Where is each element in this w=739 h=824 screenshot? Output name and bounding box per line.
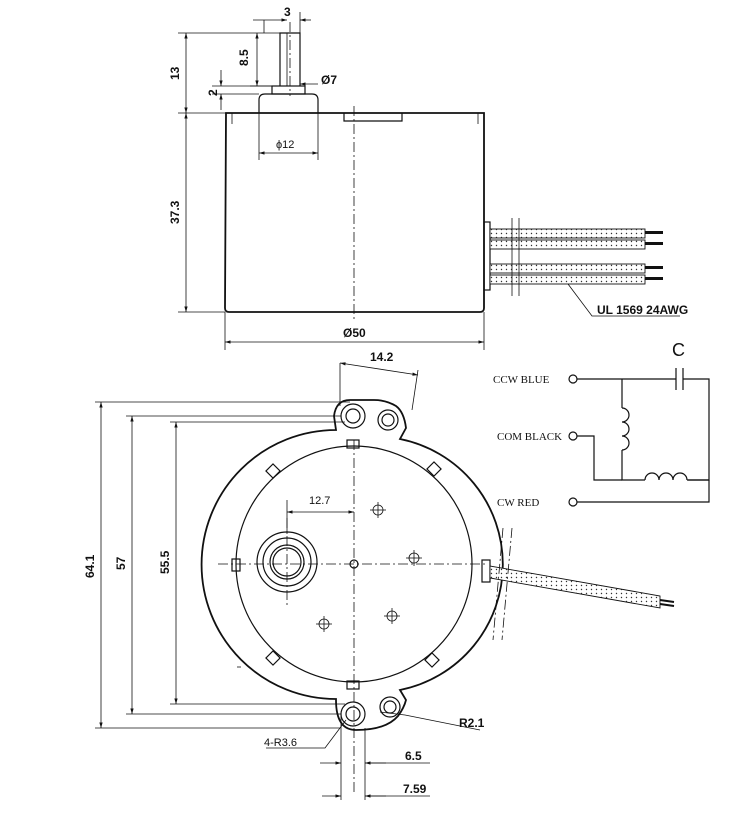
front-body-outline (200, 399, 504, 731)
coil-2 (644, 472, 688, 481)
dim-shaft-total: 13 (168, 66, 182, 80)
dim-body-diameter: Ø50 (343, 326, 366, 340)
dim-shaft-diameter: Ø7 (321, 73, 337, 87)
dim-mount-span-hole: 57 (114, 556, 128, 570)
cable-spec-label: UL 1569 24AWG (597, 303, 688, 317)
shaft-boss (258, 93, 319, 113)
dim-body-height: 37.3 (168, 200, 182, 224)
wiring-schematic: C CCW BLUE COM BLACK CW RED (493, 340, 710, 509)
terminal-cw (568, 497, 578, 507)
terminal-label-cw: CW RED (497, 497, 539, 509)
mount-hole-bottom-right (379, 696, 401, 718)
dim-boss-diameter: ϕ12 (276, 139, 294, 151)
dim-shaft-flat: 3 (284, 5, 291, 19)
capacitor-label: C (672, 340, 685, 360)
front-screws (316, 502, 422, 632)
terminal-label-com: COM BLACK (497, 431, 562, 443)
dim-hole-offset-large: 7.59 (403, 782, 427, 796)
body-notch (343, 113, 403, 122)
side-cable-bundle: UL 1569 24AWG (483, 218, 688, 317)
terminal-ccw (568, 374, 578, 384)
dim-mount-span-outer: 64.1 (83, 554, 97, 578)
coil-1 (621, 407, 630, 451)
rim-notches (231, 439, 442, 690)
side-view: 3 8.5 13 2 Ø7 ϕ12 37.3 Ø50 (168, 5, 688, 350)
terminal-label-ccw: CCW BLUE (493, 374, 550, 386)
dim-collar-height: 2 (206, 89, 220, 96)
front-cable (481, 527, 675, 641)
motor-body-outline (224, 112, 485, 313)
dim-hole-offset-small: 6.5 (405, 749, 422, 763)
terminal-com (568, 431, 578, 441)
dim-body-span: 55.5 (158, 550, 172, 574)
shaft (279, 32, 301, 86)
dim-shaft-offset: 12.7 (309, 495, 330, 507)
mount-hole-top-left (340, 403, 366, 429)
dim-hole-radius: 4-R3.6 (264, 737, 297, 749)
mount-hole-top-right (377, 409, 399, 431)
dim-shaft-length: 8.5 (237, 49, 251, 66)
dim-lug-width: 14.2 (370, 350, 394, 364)
front-view: 14.2 64.1 57 55.5 12.7 R2.1 4-R3.6 6.5 (83, 350, 675, 800)
shaft-collar (271, 85, 306, 95)
dim-lug-radius: R2.1 (459, 716, 485, 730)
